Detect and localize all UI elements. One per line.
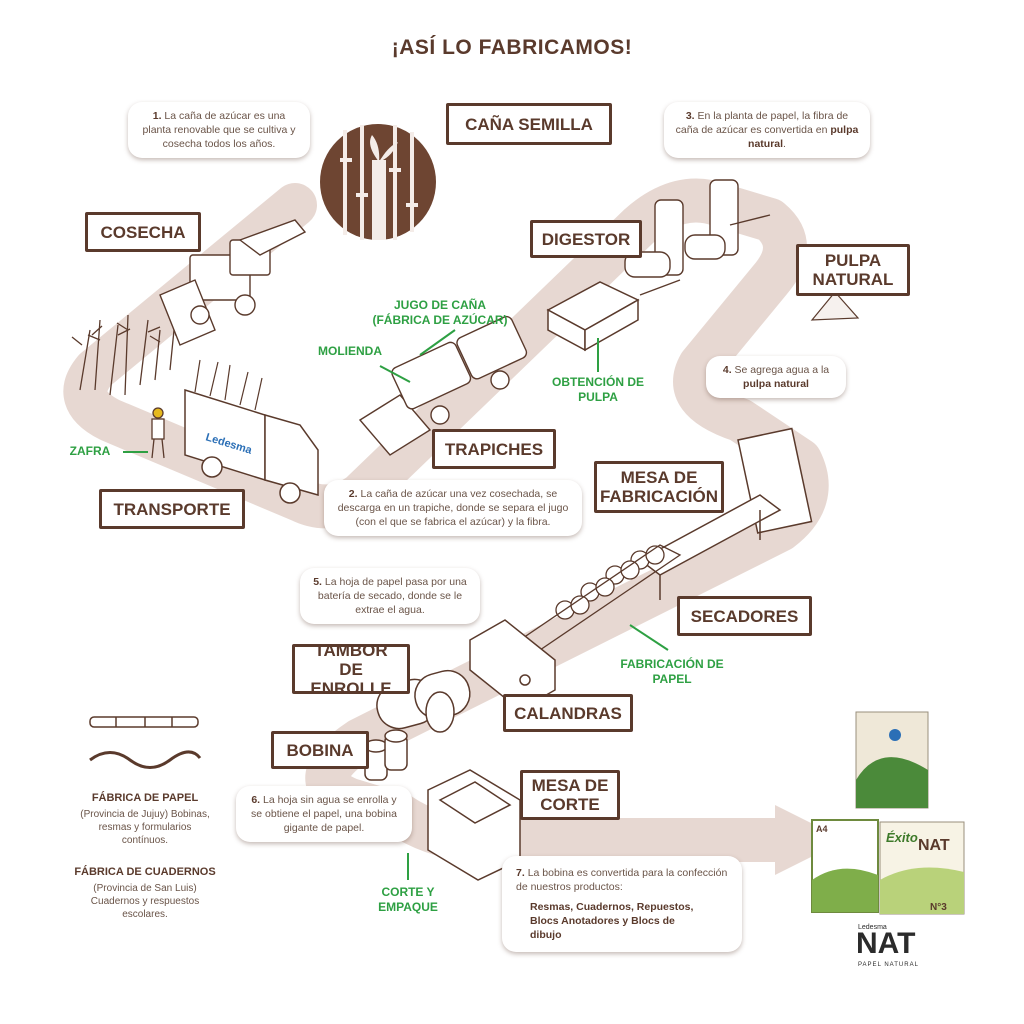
note-6-number: 6.	[251, 794, 261, 806]
note-7-text: La bobina es convertida para la confecci…	[516, 867, 728, 893]
legend-cuadernos-text: (Provincia de San Luis) Cuadernos y resp…	[90, 883, 200, 920]
note-4-number: 4.	[722, 364, 732, 376]
note-4-bold: pulpa natural	[743, 378, 809, 390]
note-7-number: 7.	[516, 867, 525, 879]
green-label-obtencion: OBTENCIÓN DE PULPA	[551, 375, 644, 404]
forming-table-icon	[638, 427, 813, 600]
label-trapiches: TRAPICHES	[432, 429, 556, 469]
note-4-text: Se agrega agua a la	[734, 364, 830, 376]
note-2-number: 2.	[348, 488, 358, 500]
connector-lines	[123, 329, 669, 880]
label-digestor: DIGESTOR	[530, 220, 642, 258]
label-cana-semilla: CAÑA SEMILLA	[446, 103, 612, 145]
legend-bamboo-icon	[89, 716, 199, 728]
note-6-text: La hoja sin agua se enrolla y se obtiene…	[251, 794, 397, 834]
cane-field-icon	[71, 314, 186, 396]
note-2-text: La caña de azúcar una vez cosechada, se …	[337, 488, 569, 528]
seed-cane-icon	[320, 124, 436, 240]
label-bobina: BOBINA	[271, 731, 369, 769]
note-1-text: La caña de azúcar es una planta renovabl…	[142, 110, 296, 150]
note-3-text: En la planta de papel, la fibra de caña …	[675, 110, 849, 136]
green-label-zafra: ZAFRA	[69, 444, 111, 458]
brand-company: Ledesma	[858, 924, 887, 931]
calender-icon	[469, 619, 556, 711]
note-1-number: 1.	[152, 110, 162, 122]
note-3-bold: pulpa natural	[748, 124, 859, 150]
harvester-icon	[159, 219, 307, 346]
note-6: 6. La hoja sin agua se enrolla y se obti…	[236, 786, 412, 842]
green-label-molienda: MOLIENDA	[318, 344, 382, 358]
green-label-corte-empaque: CORTE Y EMPAQUE	[378, 885, 438, 914]
pulp-pile-icon	[810, 291, 860, 321]
label-cosecha: COSECHA	[85, 212, 201, 252]
legend-cuadernos-title: FÁBRICA DE CUADERNOS	[74, 866, 216, 878]
page-title: ¡ASÍ LO FABRICAMOS!	[391, 36, 633, 59]
product-a4-text: A4	[816, 824, 828, 834]
label-secadores: SECADORES	[677, 596, 812, 636]
products-icon	[811, 711, 965, 915]
cutting-table-icon	[427, 769, 521, 881]
label-tambor-enrolle: TAMBOR DE ENROLLE	[292, 641, 410, 698]
dryers-icon	[518, 544, 682, 651]
pulp-tank-icon	[546, 281, 640, 352]
note-3-number: 3.	[685, 110, 695, 122]
note-4: 4. Se agrega agua a la pulpa natural	[706, 356, 846, 398]
label-mesa-fabricacion: MESA DE FABRICACIÓN	[594, 461, 724, 513]
note-5-text: La hoja de papel pasa por una batería de…	[317, 576, 467, 616]
legend-papel-title: FÁBRICA DE PAPEL	[91, 792, 199, 804]
label-mesa-corte: MESA DE CORTE	[520, 770, 620, 820]
trapiche-icon	[358, 315, 528, 456]
path-arrow-head	[775, 805, 845, 875]
note-5: 5. La hoja de papel pasa por una batería…	[300, 568, 480, 624]
truck-icon	[184, 359, 319, 504]
product-exito-text: Éxito	[886, 830, 918, 845]
legend-papel-text: (Provincia de Jujuy) Bobinas, resmas y f…	[80, 809, 210, 846]
brand-tagline: PAPEL NATURAL	[858, 962, 919, 968]
legend-wave-icon	[89, 750, 202, 769]
product-n3-text: N°3	[930, 902, 947, 913]
green-label-fabricacion-papel: FABRICACIÓN DE PAPEL	[620, 657, 724, 686]
digestor-icon	[624, 179, 771, 296]
label-calandras: CALANDRAS	[503, 694, 633, 732]
note-3: 3. En la planta de papel, la fibra de ca…	[664, 102, 870, 158]
note-2: 2. La caña de azúcar una vez cosechada, …	[324, 480, 582, 536]
green-label-jugo: JUGO DE CAÑA (FÁBRICA DE AZÚCAR)	[372, 298, 508, 327]
label-transporte: TRANSPORTE	[99, 489, 245, 529]
note-1: 1. La caña de azúcar es una planta renov…	[128, 102, 310, 158]
product-nat-box-text: NAT	[918, 837, 950, 854]
brand-logo: NAT	[856, 927, 916, 960]
worker-icon	[151, 407, 165, 459]
product-nat-small-text: NAT	[842, 825, 864, 837]
note-7: 7. La bobina es convertida para la confe…	[502, 856, 742, 952]
note-7-products: Resmas, Cuadernos, Repuestos, Blocs Anot…	[530, 901, 694, 941]
bobbin-icon	[364, 729, 408, 781]
note-3-end: .	[783, 138, 786, 150]
note-5-number: 5.	[313, 576, 322, 588]
label-pulpa-natural: PULPA NATURAL	[796, 244, 910, 296]
